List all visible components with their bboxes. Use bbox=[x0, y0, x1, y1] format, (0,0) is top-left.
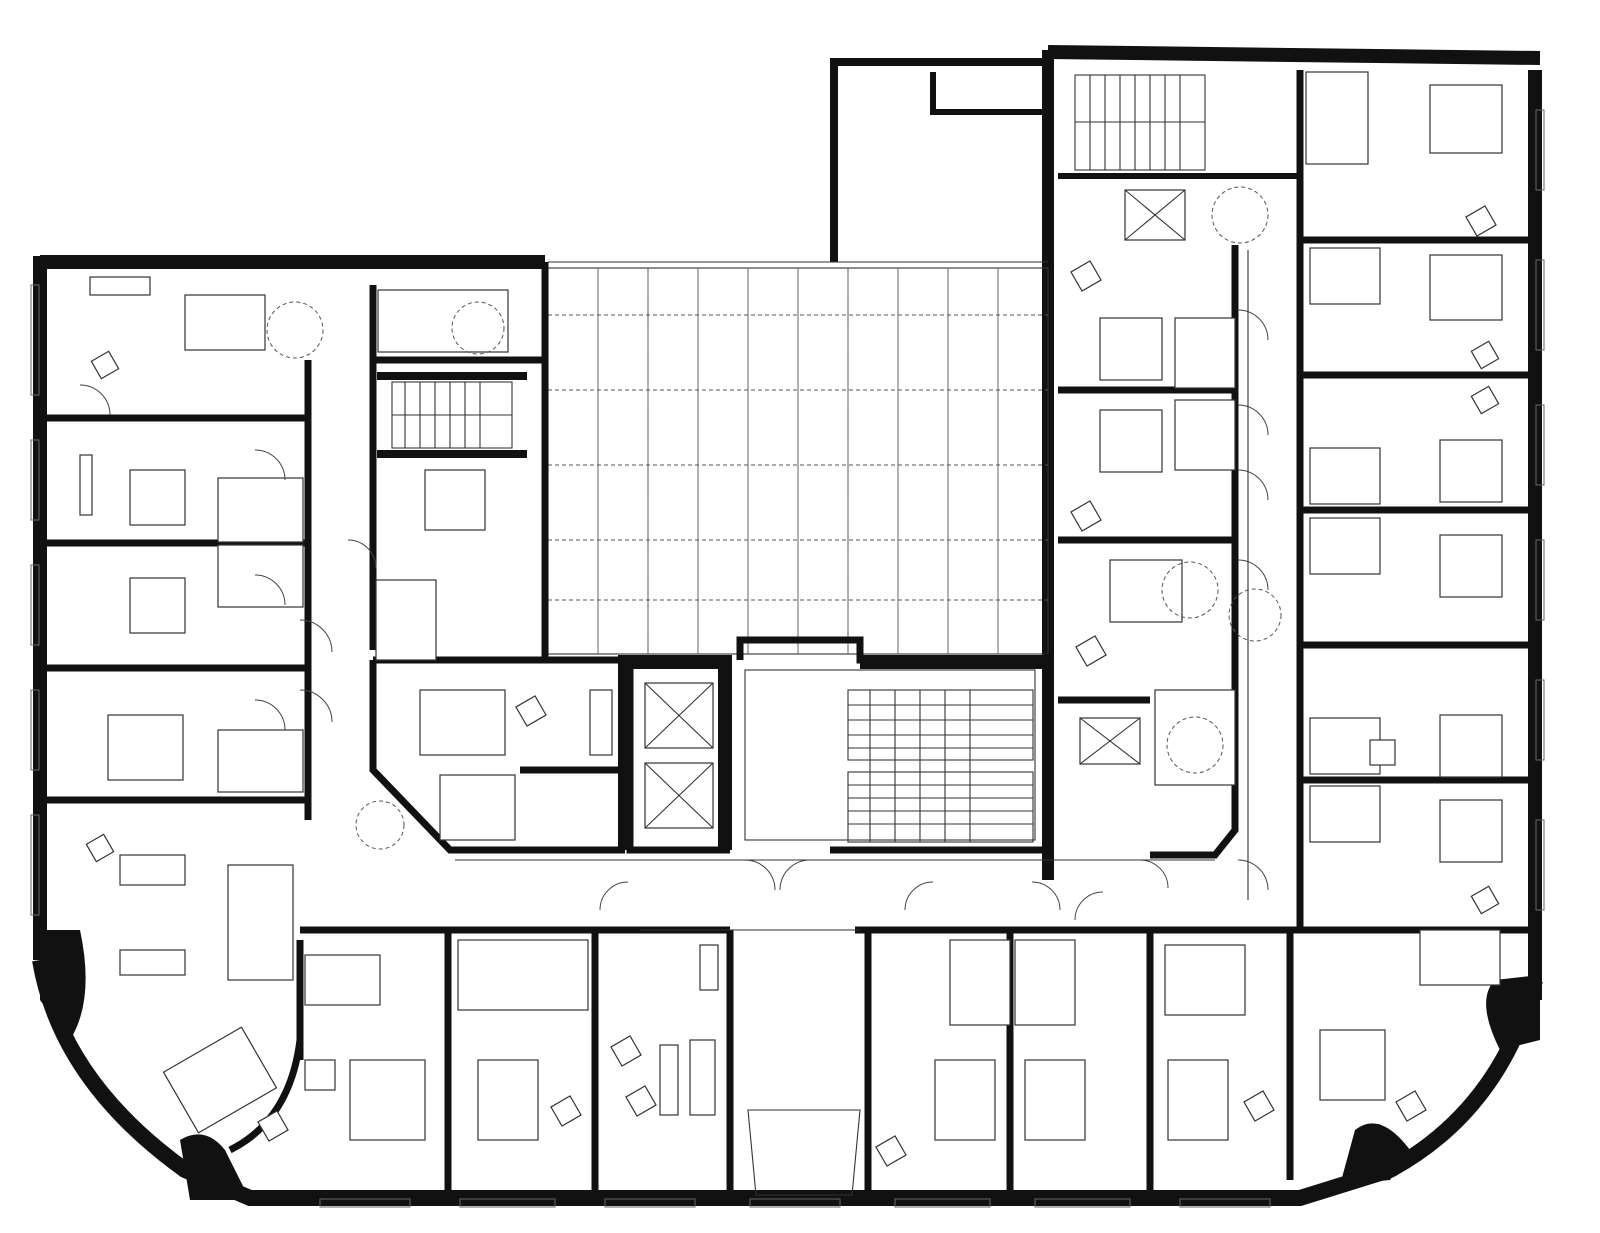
door-swings bbox=[79, 186, 1282, 921]
exterior-walls bbox=[32, 45, 1543, 1206]
east-rooms bbox=[1058, 71, 1535, 986]
south-rooms bbox=[227, 864, 1300, 1198]
elevators bbox=[644, 189, 1186, 829]
stair-west bbox=[377, 372, 527, 458]
beds bbox=[107, 84, 1503, 1141]
windows bbox=[30, 109, 1545, 1208]
chairs bbox=[85, 205, 1500, 1167]
desks bbox=[79, 276, 1396, 1116]
core-walls bbox=[541, 262, 1052, 854]
stair-north-east bbox=[1074, 74, 1206, 171]
atrium-glass-roof bbox=[547, 261, 1049, 655]
west-rooms bbox=[40, 262, 625, 854]
main-staircase bbox=[744, 669, 1036, 843]
corridors bbox=[455, 250, 1249, 931]
